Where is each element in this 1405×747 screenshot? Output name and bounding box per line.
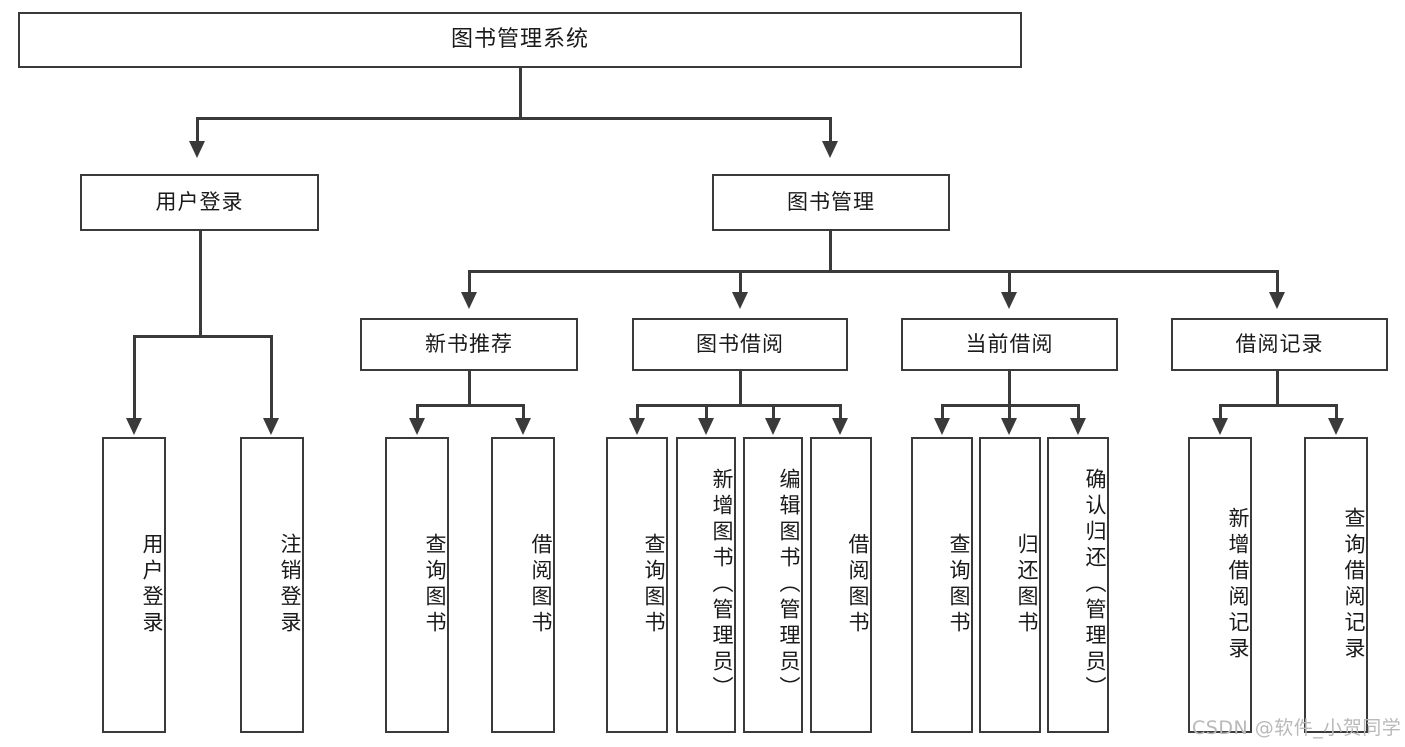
connector-root-to-book-management bbox=[829, 117, 832, 141]
arrowhead-leaf-br-1 bbox=[1212, 418, 1228, 435]
connector-root-bus bbox=[196, 117, 832, 120]
node-label: 图书借阅 bbox=[696, 332, 784, 357]
connector-bb-stem bbox=[739, 371, 742, 404]
leaf-book-borrow-borrow-book[interactable]: 借阅图书 bbox=[810, 437, 872, 733]
node-current-borrow[interactable]: 当前借阅 bbox=[901, 318, 1118, 371]
node-new-book-recommend[interactable]: 新书推荐 bbox=[360, 318, 578, 371]
leaf-user-login-login[interactable]: 用户登录 bbox=[102, 437, 166, 733]
connector-nbr-drop-1 bbox=[416, 404, 419, 420]
connector-book-management-bus bbox=[468, 270, 1279, 273]
arrowhead-leaf-user-login-2 bbox=[263, 418, 279, 435]
connector-br-stem bbox=[1276, 371, 1279, 404]
connector-br-drop-2 bbox=[1335, 404, 1338, 420]
leaf-current-borrow-query-book[interactable]: 查询图书 bbox=[911, 437, 973, 733]
node-label: 用户登录 bbox=[155, 190, 244, 215]
connector-bb-drop-3 bbox=[772, 404, 775, 420]
connector-bm-drop-4 bbox=[1276, 270, 1279, 294]
arrowhead-book-management bbox=[822, 141, 838, 158]
arrowhead-leaf-br-2 bbox=[1328, 418, 1344, 435]
leaf-borrow-record-add-record[interactable]: 新增借阅记录 bbox=[1188, 437, 1252, 733]
arrowhead-borrow-record bbox=[1269, 292, 1285, 309]
connector-br-bus bbox=[1219, 404, 1338, 407]
connector-book-management-stem bbox=[829, 231, 832, 270]
connector-nbr-bus bbox=[416, 404, 525, 407]
arrowhead-leaf-bb-4 bbox=[832, 418, 848, 435]
arrowhead-current-borrow bbox=[1001, 292, 1017, 309]
connector-bm-drop-2 bbox=[739, 270, 742, 294]
node-label: 查询借阅记录 bbox=[1342, 507, 1366, 663]
node-label: 查询图书 bbox=[642, 533, 666, 637]
arrowhead-user-login bbox=[189, 141, 205, 158]
connector-nbr-stem bbox=[468, 371, 471, 404]
node-book-borrow[interactable]: 图书借阅 bbox=[632, 318, 848, 371]
node-label: 借阅图书 bbox=[529, 533, 553, 637]
arrowhead-leaf-user-login-1 bbox=[126, 418, 142, 435]
node-label: 图书管理 bbox=[787, 190, 875, 215]
connector-bb-bus bbox=[636, 404, 842, 407]
arrowhead-leaf-nbr-1 bbox=[409, 418, 425, 435]
arrowhead-leaf-bb-2 bbox=[698, 418, 714, 435]
arrowhead-leaf-bb-1 bbox=[629, 418, 645, 435]
connector-user-login-drop-1 bbox=[133, 335, 136, 420]
leaf-book-borrow-query-book[interactable]: 查询图书 bbox=[606, 437, 668, 733]
leaf-current-borrow-return-book[interactable]: 归还图书 bbox=[979, 437, 1041, 733]
connector-root-to-user-login bbox=[196, 117, 199, 141]
node-label: 注销登录 bbox=[278, 533, 302, 637]
connector-bb-drop-4 bbox=[839, 404, 842, 420]
node-label: 用户登录 bbox=[140, 533, 164, 637]
leaf-new-book-query-book[interactable]: 查询图书 bbox=[385, 437, 449, 733]
connector-cb-stem bbox=[1008, 371, 1011, 404]
connector-cb-drop-2 bbox=[1008, 404, 1011, 420]
node-label: 查询图书 bbox=[947, 533, 971, 637]
connector-br-drop-1 bbox=[1219, 404, 1222, 420]
connector-bb-drop-2 bbox=[705, 404, 708, 420]
connector-cb-drop-1 bbox=[941, 404, 944, 420]
node-root-book-management-system[interactable]: 图书管理系统 bbox=[18, 12, 1022, 68]
arrowhead-book-borrow bbox=[732, 292, 748, 309]
connector-user-login-stem bbox=[199, 231, 202, 335]
connector-nbr-drop-2 bbox=[522, 404, 525, 420]
node-label: 查询图书 bbox=[423, 533, 447, 637]
arrowhead-leaf-nbr-2 bbox=[515, 418, 531, 435]
node-label: 借阅记录 bbox=[1235, 332, 1324, 357]
arrowhead-leaf-bb-3 bbox=[765, 418, 781, 435]
node-label: 确认归还（管理员） bbox=[1083, 468, 1107, 702]
node-label: 图书管理系统 bbox=[450, 27, 589, 53]
connector-user-login-drop-2 bbox=[270, 335, 273, 420]
connector-bm-drop-3 bbox=[1008, 270, 1011, 294]
connector-bb-drop-1 bbox=[636, 404, 639, 420]
connector-cb-drop-3 bbox=[1077, 404, 1080, 420]
arrowhead-leaf-cb-1 bbox=[934, 418, 950, 435]
leaf-book-borrow-edit-book-admin[interactable]: 编辑图书（管理员） bbox=[743, 437, 803, 733]
node-label: 归还图书 bbox=[1015, 533, 1039, 637]
leaf-book-borrow-add-book-admin[interactable]: 新增图书（管理员） bbox=[676, 437, 736, 733]
connector-bm-drop-1 bbox=[468, 270, 471, 294]
leaf-current-borrow-confirm-return-admin[interactable]: 确认归还（管理员） bbox=[1047, 437, 1109, 733]
arrowhead-new-book-recommend bbox=[461, 292, 477, 309]
arrowhead-leaf-cb-2 bbox=[1001, 418, 1017, 435]
leaf-new-book-borrow-book[interactable]: 借阅图书 bbox=[491, 437, 555, 733]
connector-root-stem bbox=[519, 68, 522, 117]
node-label: 新增借阅记录 bbox=[1226, 507, 1250, 663]
node-label: 借阅图书 bbox=[846, 533, 870, 637]
node-user-login[interactable]: 用户登录 bbox=[80, 174, 319, 231]
node-label: 新书推荐 bbox=[425, 332, 513, 357]
connector-user-login-bus bbox=[133, 335, 273, 338]
node-borrow-record[interactable]: 借阅记录 bbox=[1171, 318, 1388, 371]
leaf-borrow-record-query-record[interactable]: 查询借阅记录 bbox=[1304, 437, 1368, 733]
node-book-management[interactable]: 图书管理 bbox=[712, 174, 950, 231]
leaf-user-login-logout[interactable]: 注销登录 bbox=[240, 437, 304, 733]
node-label: 当前借阅 bbox=[965, 332, 1054, 357]
arrowhead-leaf-cb-3 bbox=[1070, 418, 1086, 435]
node-label: 新增图书（管理员） bbox=[710, 468, 734, 702]
node-label: 编辑图书（管理员） bbox=[777, 468, 801, 702]
